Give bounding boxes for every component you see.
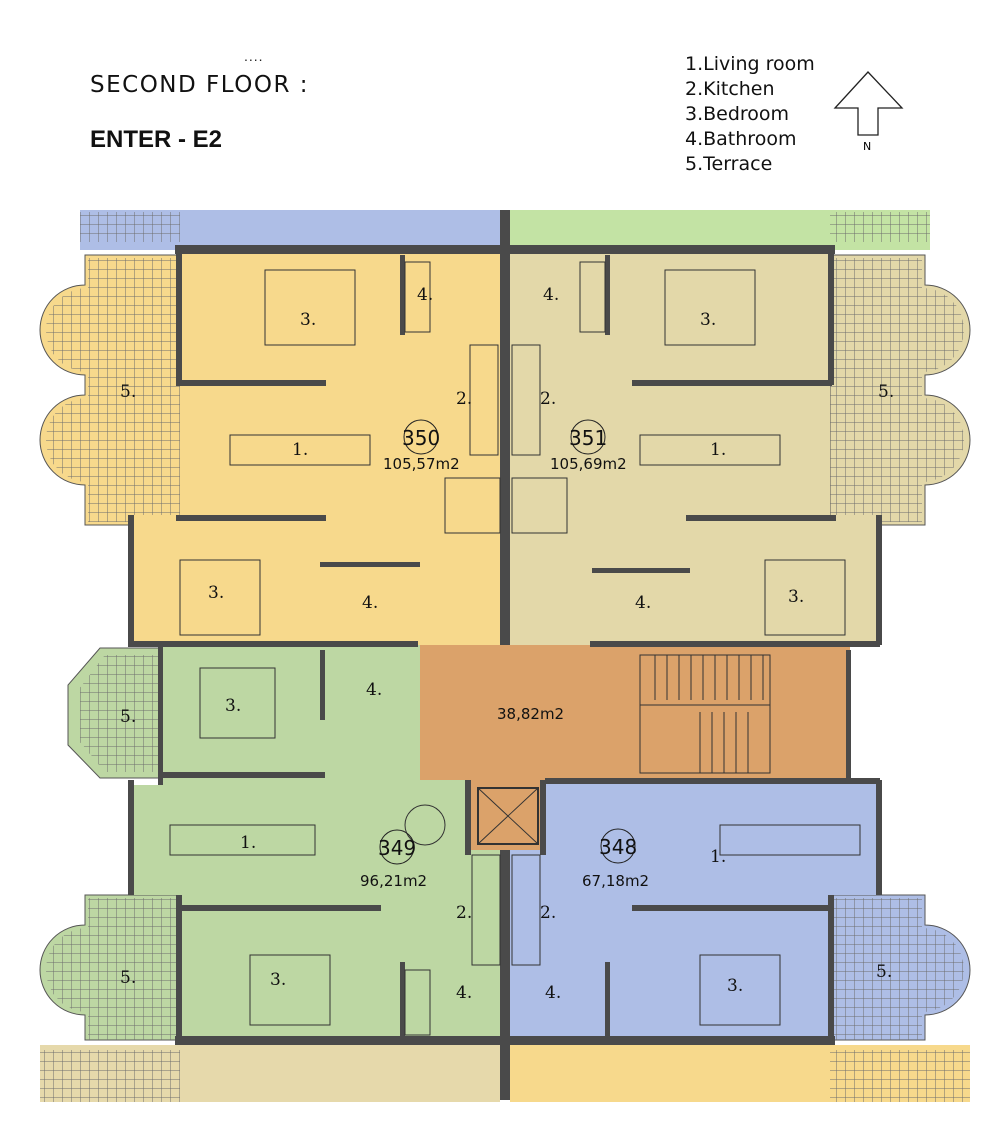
unit-348-number: 348 xyxy=(599,835,637,859)
terrace-349-bay xyxy=(67,647,161,779)
room-348-bedroom: 3. xyxy=(727,976,743,996)
room-351-living: 1. xyxy=(710,440,726,460)
unit-350 xyxy=(130,250,500,645)
room-350-bathroom-2: 4. xyxy=(362,593,378,613)
unit-350-area: 105,57m2 xyxy=(383,455,460,473)
room-349-bathroom-1: 4. xyxy=(366,680,382,700)
unit-349-area: 96,21m2 xyxy=(360,872,427,890)
room-351-kitchen: 2. xyxy=(540,389,556,409)
staircase xyxy=(639,654,771,774)
room-349-living: 1. xyxy=(240,833,256,853)
room-348-living: 1. xyxy=(710,847,726,867)
room-350-living: 1. xyxy=(292,440,308,460)
room-legend: 1.Living room 2.Kitchen 3.Bedroom 4.Bath… xyxy=(685,52,815,177)
north-arrow-icon: N xyxy=(833,71,904,153)
room-350-terrace: 5. xyxy=(120,382,136,402)
terrace-349 xyxy=(39,894,181,1041)
room-351-bedroom-1: 3. xyxy=(700,310,716,330)
unit-350-number: 350 xyxy=(402,426,440,450)
hall-area: 38,82m2 xyxy=(497,705,564,723)
legend-item: 5.Terrace xyxy=(685,153,773,175)
room-350-bedroom-1: 3. xyxy=(300,310,316,330)
terrace-348 xyxy=(829,894,971,1041)
unit-351-number: 351 xyxy=(569,426,607,450)
room-351-bathroom-1: 4. xyxy=(543,285,559,305)
elevator-icon xyxy=(477,787,539,845)
room-349-bedroom-2: 3. xyxy=(270,970,286,990)
room-349-terrace-bay: 5. xyxy=(120,707,136,727)
kitchen-counters xyxy=(169,261,861,1036)
unit-349-number: 349 xyxy=(378,836,416,860)
room-349-bedroom-1: 3. xyxy=(225,696,241,716)
room-350-bathroom-1: 4. xyxy=(417,285,433,305)
room-348-kitchen: 2. xyxy=(540,903,556,923)
room-350-bedroom-2: 3. xyxy=(208,583,224,603)
room-349-bathroom-2: 4. xyxy=(456,983,472,1003)
room-348-terrace: 5. xyxy=(876,962,892,982)
legend-item: 2.Kitchen xyxy=(685,78,775,100)
walls xyxy=(128,210,882,1100)
entrance-label: ENTER - E2 xyxy=(90,126,223,153)
legend-item: 4.Bathroom xyxy=(685,128,797,150)
room-349-kitchen: 2. xyxy=(456,903,472,923)
floor-title: SECOND FLOOR : xyxy=(90,72,309,98)
legend-item: 3.Bedroom xyxy=(685,103,790,125)
room-348-bathroom: 4. xyxy=(545,983,561,1003)
room-351-terrace: 5. xyxy=(878,382,894,402)
legend-item: 1.Living room xyxy=(685,53,815,75)
terrace-351 xyxy=(829,254,971,526)
room-349-terrace: 5. xyxy=(120,968,136,988)
room-350-kitchen: 2. xyxy=(456,389,472,409)
unit-351-area: 105,69m2 xyxy=(550,455,627,473)
room-351-bedroom-2: 3. xyxy=(788,587,804,607)
unit-348-area: 67,18m2 xyxy=(582,872,649,890)
terrace-350 xyxy=(39,254,181,526)
north-label: N xyxy=(863,140,871,153)
header-dots: .... xyxy=(244,48,264,64)
room-351-bathroom-2: 4. xyxy=(635,593,651,613)
unit-351 xyxy=(510,250,880,645)
